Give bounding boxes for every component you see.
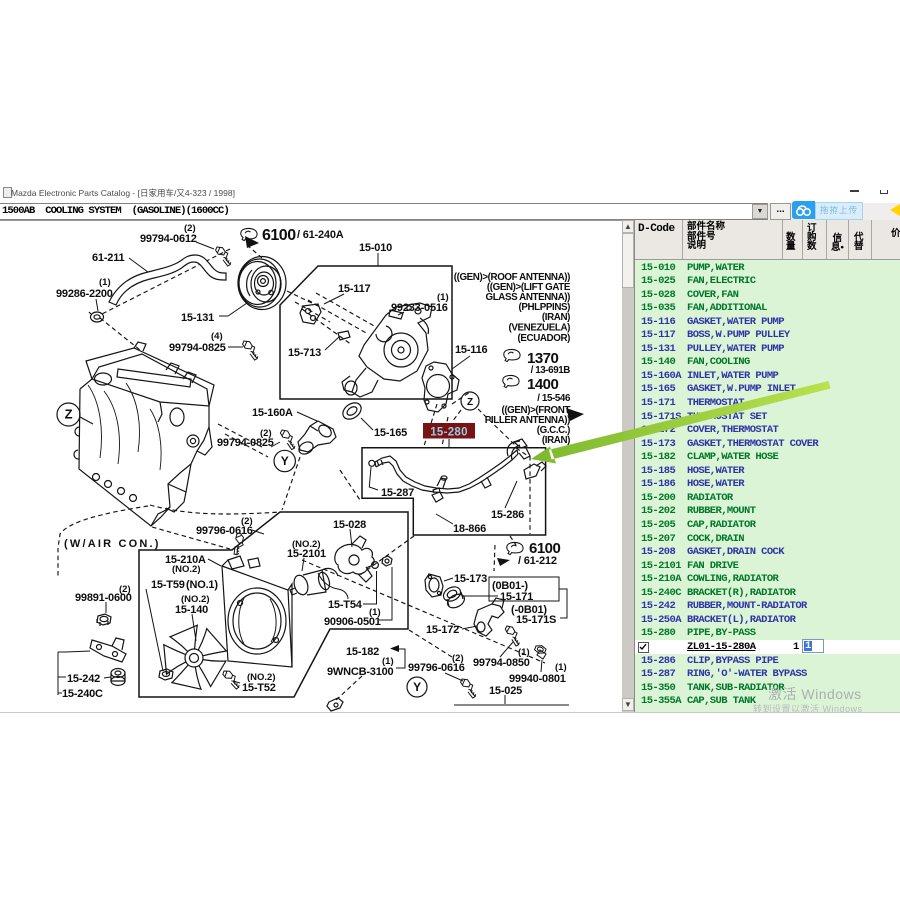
svg-text:((GEN)>(LIFT GATE: ((GEN)>(LIFT GATE bbox=[487, 282, 571, 293]
svg-text:Y: Y bbox=[413, 680, 421, 694]
svg-text:15-T54: 15-T54 bbox=[328, 599, 363, 611]
svg-text:15-028: 15-028 bbox=[333, 519, 366, 531]
svg-text:15-117: 15-117 bbox=[338, 283, 371, 295]
svg-text:(VENEZUELA): (VENEZUELA) bbox=[509, 323, 571, 334]
svg-text:99796-0616: 99796-0616 bbox=[408, 662, 465, 674]
svg-text:/ 13-691B: / 13-691B bbox=[531, 365, 571, 376]
svg-text:15-240C: 15-240C bbox=[62, 688, 103, 700]
svg-text:15-160A: 15-160A bbox=[252, 407, 293, 419]
svg-text:90906-0501: 90906-0501 bbox=[324, 616, 381, 628]
svg-text:GLASS ANTENNA)): GLASS ANTENNA)) bbox=[485, 292, 570, 303]
svg-text:15-210A: 15-210A bbox=[165, 554, 206, 566]
svg-text:(1): (1) bbox=[437, 292, 449, 303]
svg-text:15-010: 15-010 bbox=[359, 242, 392, 254]
svg-text:1370: 1370 bbox=[527, 350, 559, 367]
svg-text:(2): (2) bbox=[184, 223, 196, 234]
svg-text:15-287: 15-287 bbox=[381, 487, 414, 499]
svg-text:15-173: 15-173 bbox=[454, 573, 487, 585]
svg-text:99286-2200: 99286-2200 bbox=[56, 288, 113, 300]
svg-text:(PHLPPINS): (PHLPPINS) bbox=[518, 302, 570, 313]
svg-text:15-713: 15-713 bbox=[288, 347, 321, 359]
svg-text:/ 61-240A: / 61-240A bbox=[297, 229, 344, 241]
svg-text:(1): (1) bbox=[555, 662, 567, 673]
svg-text:(ECUADOR): (ECUADOR) bbox=[518, 333, 571, 344]
svg-text:99794-0825: 99794-0825 bbox=[169, 342, 226, 354]
svg-text:(1): (1) bbox=[518, 647, 530, 658]
svg-text:(1): (1) bbox=[99, 277, 111, 288]
svg-text:99891-0600: 99891-0600 bbox=[75, 592, 132, 604]
svg-text:PILLER ANTENNA)): PILLER ANTENNA)) bbox=[485, 415, 570, 426]
svg-text:(2): (2) bbox=[119, 584, 131, 595]
svg-text:99940-0801: 99940-0801 bbox=[509, 673, 566, 685]
svg-text:15-286: 15-286 bbox=[491, 509, 524, 521]
svg-text:(W/AIR CON.): (W/AIR CON.) bbox=[64, 538, 161, 550]
svg-text:/ 15-546: / 15-546 bbox=[537, 393, 571, 404]
svg-text:6100: 6100 bbox=[262, 227, 296, 244]
svg-text:9WNCB-3100: 9WNCB-3100 bbox=[327, 666, 394, 678]
svg-text:15-025: 15-025 bbox=[489, 685, 522, 697]
svg-text:15-165: 15-165 bbox=[374, 427, 407, 439]
svg-text:(2): (2) bbox=[452, 653, 464, 664]
svg-text:15-116: 15-116 bbox=[455, 344, 488, 356]
svg-text:15-182: 15-182 bbox=[346, 646, 379, 658]
svg-text:15-T52: 15-T52 bbox=[242, 682, 276, 694]
svg-text:(NO.1): (NO.1) bbox=[186, 579, 218, 591]
svg-text:Z: Z bbox=[467, 397, 473, 408]
svg-text:61-211: 61-211 bbox=[92, 252, 125, 264]
svg-text:Y: Y bbox=[281, 454, 289, 468]
svg-text:99794-0612: 99794-0612 bbox=[140, 233, 197, 245]
svg-text:15-280: 15-280 bbox=[430, 427, 468, 439]
svg-text:(NO.2): (NO.2) bbox=[292, 539, 321, 550]
svg-text:15-140: 15-140 bbox=[175, 604, 208, 616]
svg-text:((GEN)>(ROOF ANTENNA)): ((GEN)>(ROOF ANTENNA)) bbox=[454, 272, 570, 283]
svg-text:15-171S: 15-171S bbox=[516, 614, 556, 626]
svg-text:Z: Z bbox=[65, 407, 73, 422]
svg-text:(1): (1) bbox=[382, 656, 394, 667]
svg-text:15-171: 15-171 bbox=[500, 591, 533, 603]
svg-text:(IRAN): (IRAN) bbox=[542, 435, 570, 446]
svg-text:(1): (1) bbox=[369, 607, 381, 618]
svg-text:(-0B01): (-0B01) bbox=[511, 604, 547, 616]
svg-text:(2): (2) bbox=[241, 516, 253, 527]
svg-text:99796-0616: 99796-0616 bbox=[196, 525, 253, 537]
svg-text:(2): (2) bbox=[260, 428, 272, 439]
svg-text:(NO.2): (NO.2) bbox=[172, 564, 201, 575]
svg-text:15-2101: 15-2101 bbox=[287, 548, 326, 560]
svg-text:(NO.2): (NO.2) bbox=[247, 672, 276, 683]
svg-text:15-T59: 15-T59 bbox=[151, 579, 185, 591]
svg-text:(4): (4) bbox=[211, 331, 223, 342]
svg-text:15-242: 15-242 bbox=[67, 673, 100, 685]
svg-text:15-131: 15-131 bbox=[181, 312, 214, 324]
svg-text:(IRAN): (IRAN) bbox=[542, 312, 570, 323]
svg-text:15-172: 15-172 bbox=[426, 624, 459, 636]
svg-text:1400: 1400 bbox=[527, 376, 559, 393]
svg-text:6100: 6100 bbox=[529, 540, 561, 557]
svg-text:/ 61-212: / 61-212 bbox=[518, 555, 557, 567]
svg-text:18-866: 18-866 bbox=[453, 523, 486, 535]
svg-text:(NO.2): (NO.2) bbox=[181, 594, 210, 605]
svg-text:(0B01-): (0B01-) bbox=[492, 580, 528, 592]
svg-text:99794-0850: 99794-0850 bbox=[473, 657, 530, 669]
